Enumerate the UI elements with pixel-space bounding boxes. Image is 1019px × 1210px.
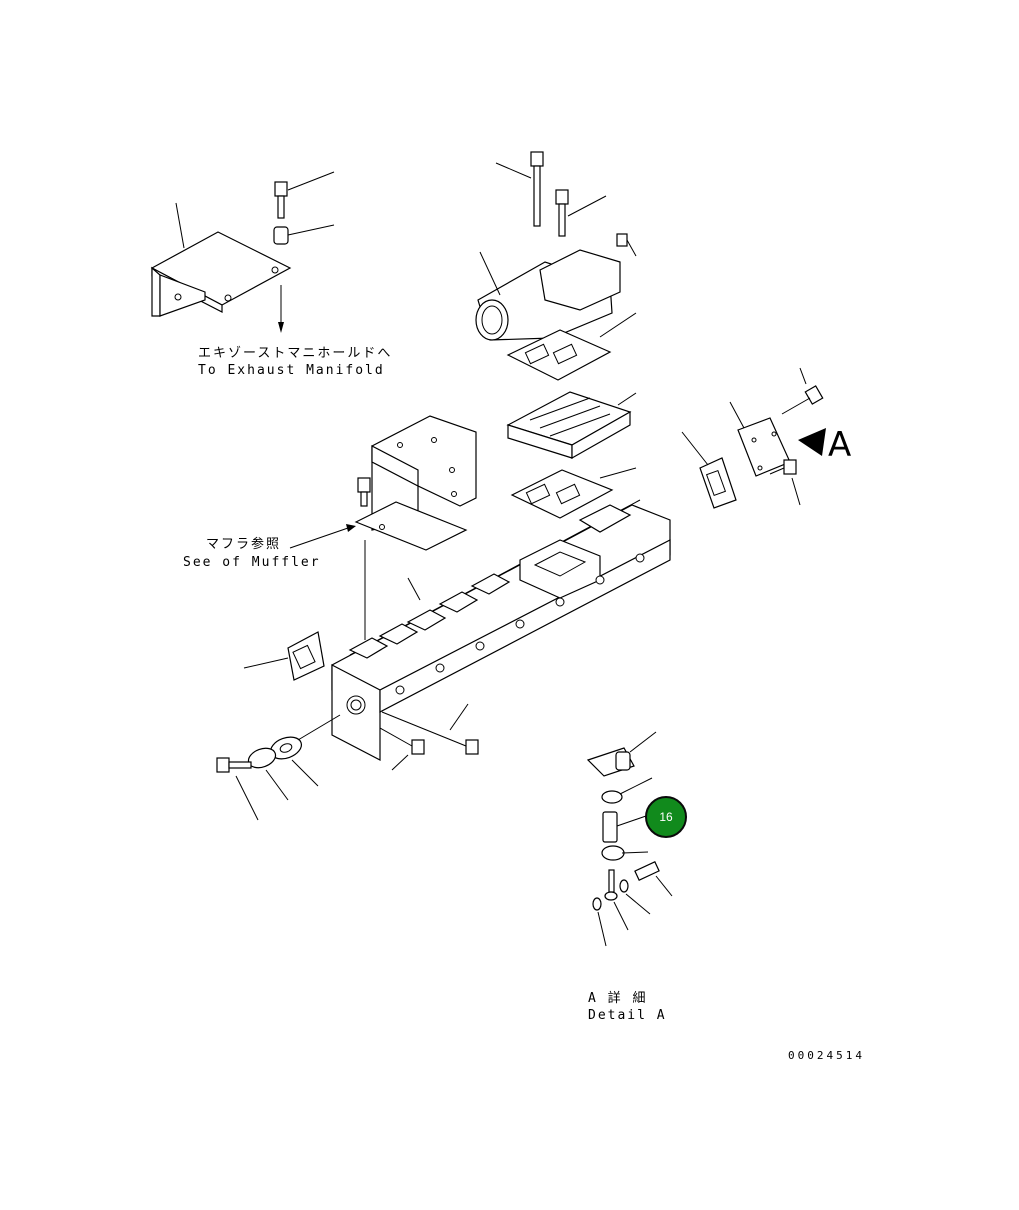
muffler-label-jp: マフラ参照 bbox=[206, 537, 282, 552]
exhaust-label-jp: エキゾーストマニホールドへ bbox=[198, 346, 393, 361]
elbow-group-top bbox=[475, 151, 637, 519]
detail-a-parts bbox=[586, 731, 673, 947]
intake-manifold bbox=[331, 499, 671, 761]
bracket-group-top-left bbox=[150, 171, 335, 333]
side-plate-group-right bbox=[681, 367, 826, 509]
part-callout-16[interactable]: 16 bbox=[645, 796, 687, 838]
exhaust-label-en: To Exhaust Manifold bbox=[198, 363, 385, 378]
detail-a-label-en: Detail A bbox=[588, 1008, 667, 1023]
detail-a-label-jp: A 詳 細 bbox=[588, 991, 648, 1006]
muffler-bracket bbox=[289, 415, 477, 640]
flange-group-left bbox=[216, 631, 479, 821]
drawing-number: 00024514 bbox=[788, 1049, 865, 1062]
muffler-label-en: See of Muffler bbox=[183, 555, 321, 570]
view-a-marker: A bbox=[828, 425, 852, 465]
